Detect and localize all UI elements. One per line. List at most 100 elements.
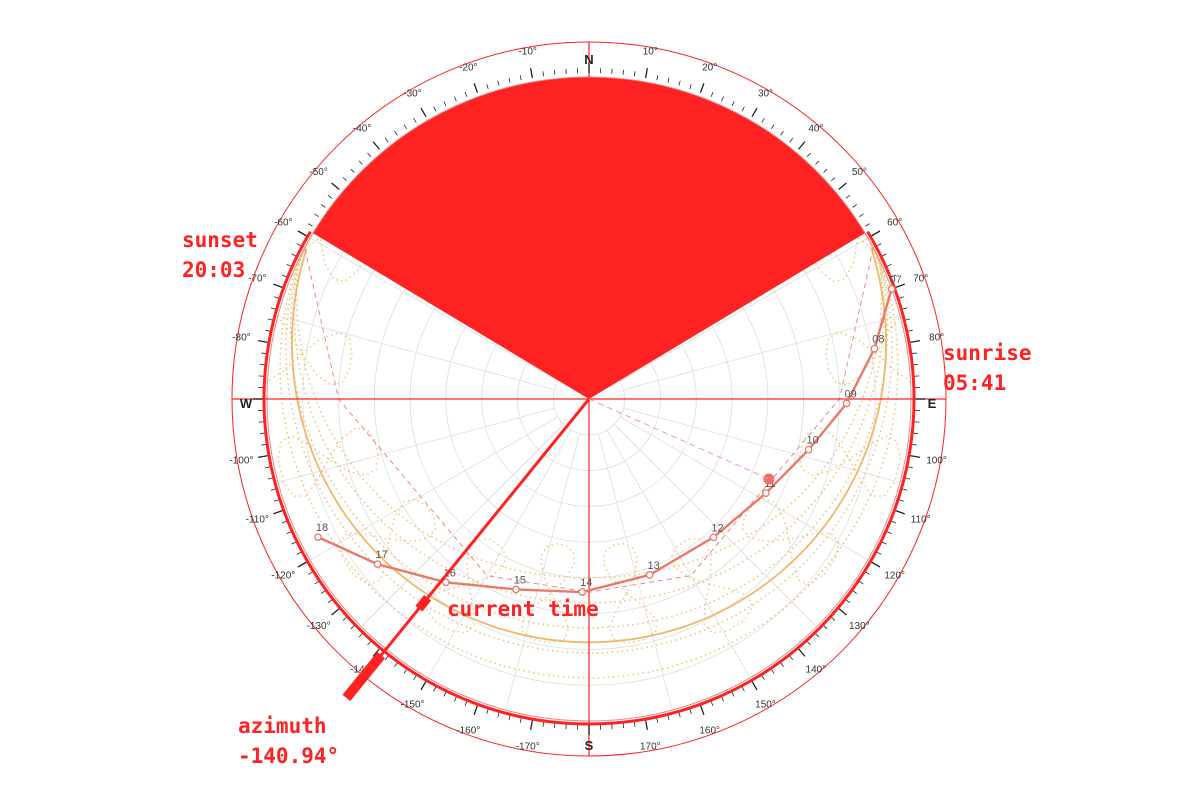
tick: [815, 160, 820, 165]
tick: [519, 717, 522, 723]
tick: [798, 648, 806, 657]
sun-path-line: [317, 288, 893, 594]
tick: [911, 443, 917, 446]
tick: [320, 204, 326, 208]
tick: [542, 721, 545, 727]
hour-marker: [804, 445, 813, 454]
tick: [741, 106, 745, 112]
tick: [320, 590, 326, 594]
tick: [331, 182, 340, 190]
tick: [367, 152, 372, 158]
azimuth-spoke: [606, 429, 751, 679]
tick: [358, 633, 363, 638]
tick: [852, 590, 858, 594]
tick: [454, 696, 457, 702]
tick: [267, 318, 273, 321]
hour-marker: [870, 344, 879, 353]
tick: [633, 71, 636, 77]
azimuth-pointer-tail: [342, 652, 385, 702]
tick: [372, 648, 380, 657]
analemma-lobe: [825, 314, 912, 386]
month-path: [279, 204, 899, 679]
tick: [464, 91, 468, 97]
analemma-lobe: [266, 314, 353, 386]
sunrise-annotation: sunrise 05:41: [943, 338, 1032, 398]
azimuth-spoke: [623, 407, 901, 483]
degree-label: 150°: [755, 700, 776, 711]
tick: [259, 364, 265, 366]
tick: [667, 77, 670, 83]
tick: [314, 580, 319, 585]
sunrise-time: 05:41: [943, 371, 1007, 395]
compass-ticks: [253, 63, 925, 735]
tick: [656, 717, 659, 723]
tick: [731, 101, 735, 107]
tick: [259, 432, 265, 434]
degree-label: -40°: [353, 124, 371, 135]
tick: [876, 243, 882, 247]
hour-label: 15: [514, 574, 526, 586]
tick: [542, 71, 545, 77]
azimuth-spoke: [361, 424, 564, 627]
analemma-lobe: [741, 498, 840, 586]
hour-marker: [842, 399, 851, 408]
tick: [667, 715, 670, 721]
tick: [270, 307, 276, 310]
tick: [622, 69, 624, 75]
sunrise-label: sunrise: [943, 341, 1032, 365]
tick: [433, 686, 437, 692]
hour-marker: [512, 585, 520, 594]
degree-label: 140°: [806, 664, 827, 675]
tick: [413, 118, 417, 123]
tick: [497, 712, 500, 718]
tick: [308, 571, 313, 575]
tick: [454, 96, 457, 102]
tick: [770, 124, 775, 129]
tick: [508, 77, 511, 83]
hour-label: 12: [711, 522, 723, 534]
degree-label: 10°: [643, 46, 658, 57]
analemma-lobe: [277, 427, 380, 497]
hour-marker: [314, 533, 322, 541]
analemma-lobe: [521, 542, 576, 644]
degree-label: 130°: [849, 621, 870, 632]
tick: [308, 223, 313, 227]
tick: [342, 177, 348, 182]
tick: [350, 625, 355, 630]
tick: [913, 364, 919, 366]
tick: [530, 67, 534, 79]
current-time-marker: [415, 594, 432, 612]
hour-label: 08: [872, 334, 884, 346]
tick: [886, 264, 892, 267]
night-sector-wedge: [312, 77, 866, 399]
tick: [420, 107, 427, 118]
tick: [678, 80, 681, 86]
tick: [486, 84, 489, 90]
degree-label: -100°: [229, 455, 253, 466]
hour-marker: [441, 578, 450, 587]
tick: [554, 723, 556, 729]
tick: [865, 571, 870, 575]
tick: [859, 213, 864, 218]
tick: [403, 124, 408, 129]
cardinal-labels: N E S W: [240, 52, 937, 753]
hour-marker: [887, 285, 896, 293]
tick: [384, 655, 389, 661]
tick: [394, 662, 398, 668]
tick: [823, 168, 828, 173]
night-sector: [312, 77, 866, 399]
tick: [909, 340, 921, 344]
tick: [898, 499, 904, 502]
hour-marker: [373, 560, 382, 569]
tick: [384, 137, 389, 143]
sun-direction-line: [588, 398, 770, 480]
degree-label: 40°: [808, 124, 823, 135]
degree-label: -170°: [516, 742, 540, 753]
degree-label: -80°: [232, 333, 250, 344]
tick: [372, 141, 380, 150]
tick: [286, 264, 292, 267]
tick: [291, 541, 297, 545]
degree-label: 50°: [852, 167, 867, 178]
degree-label: 70°: [913, 273, 928, 284]
